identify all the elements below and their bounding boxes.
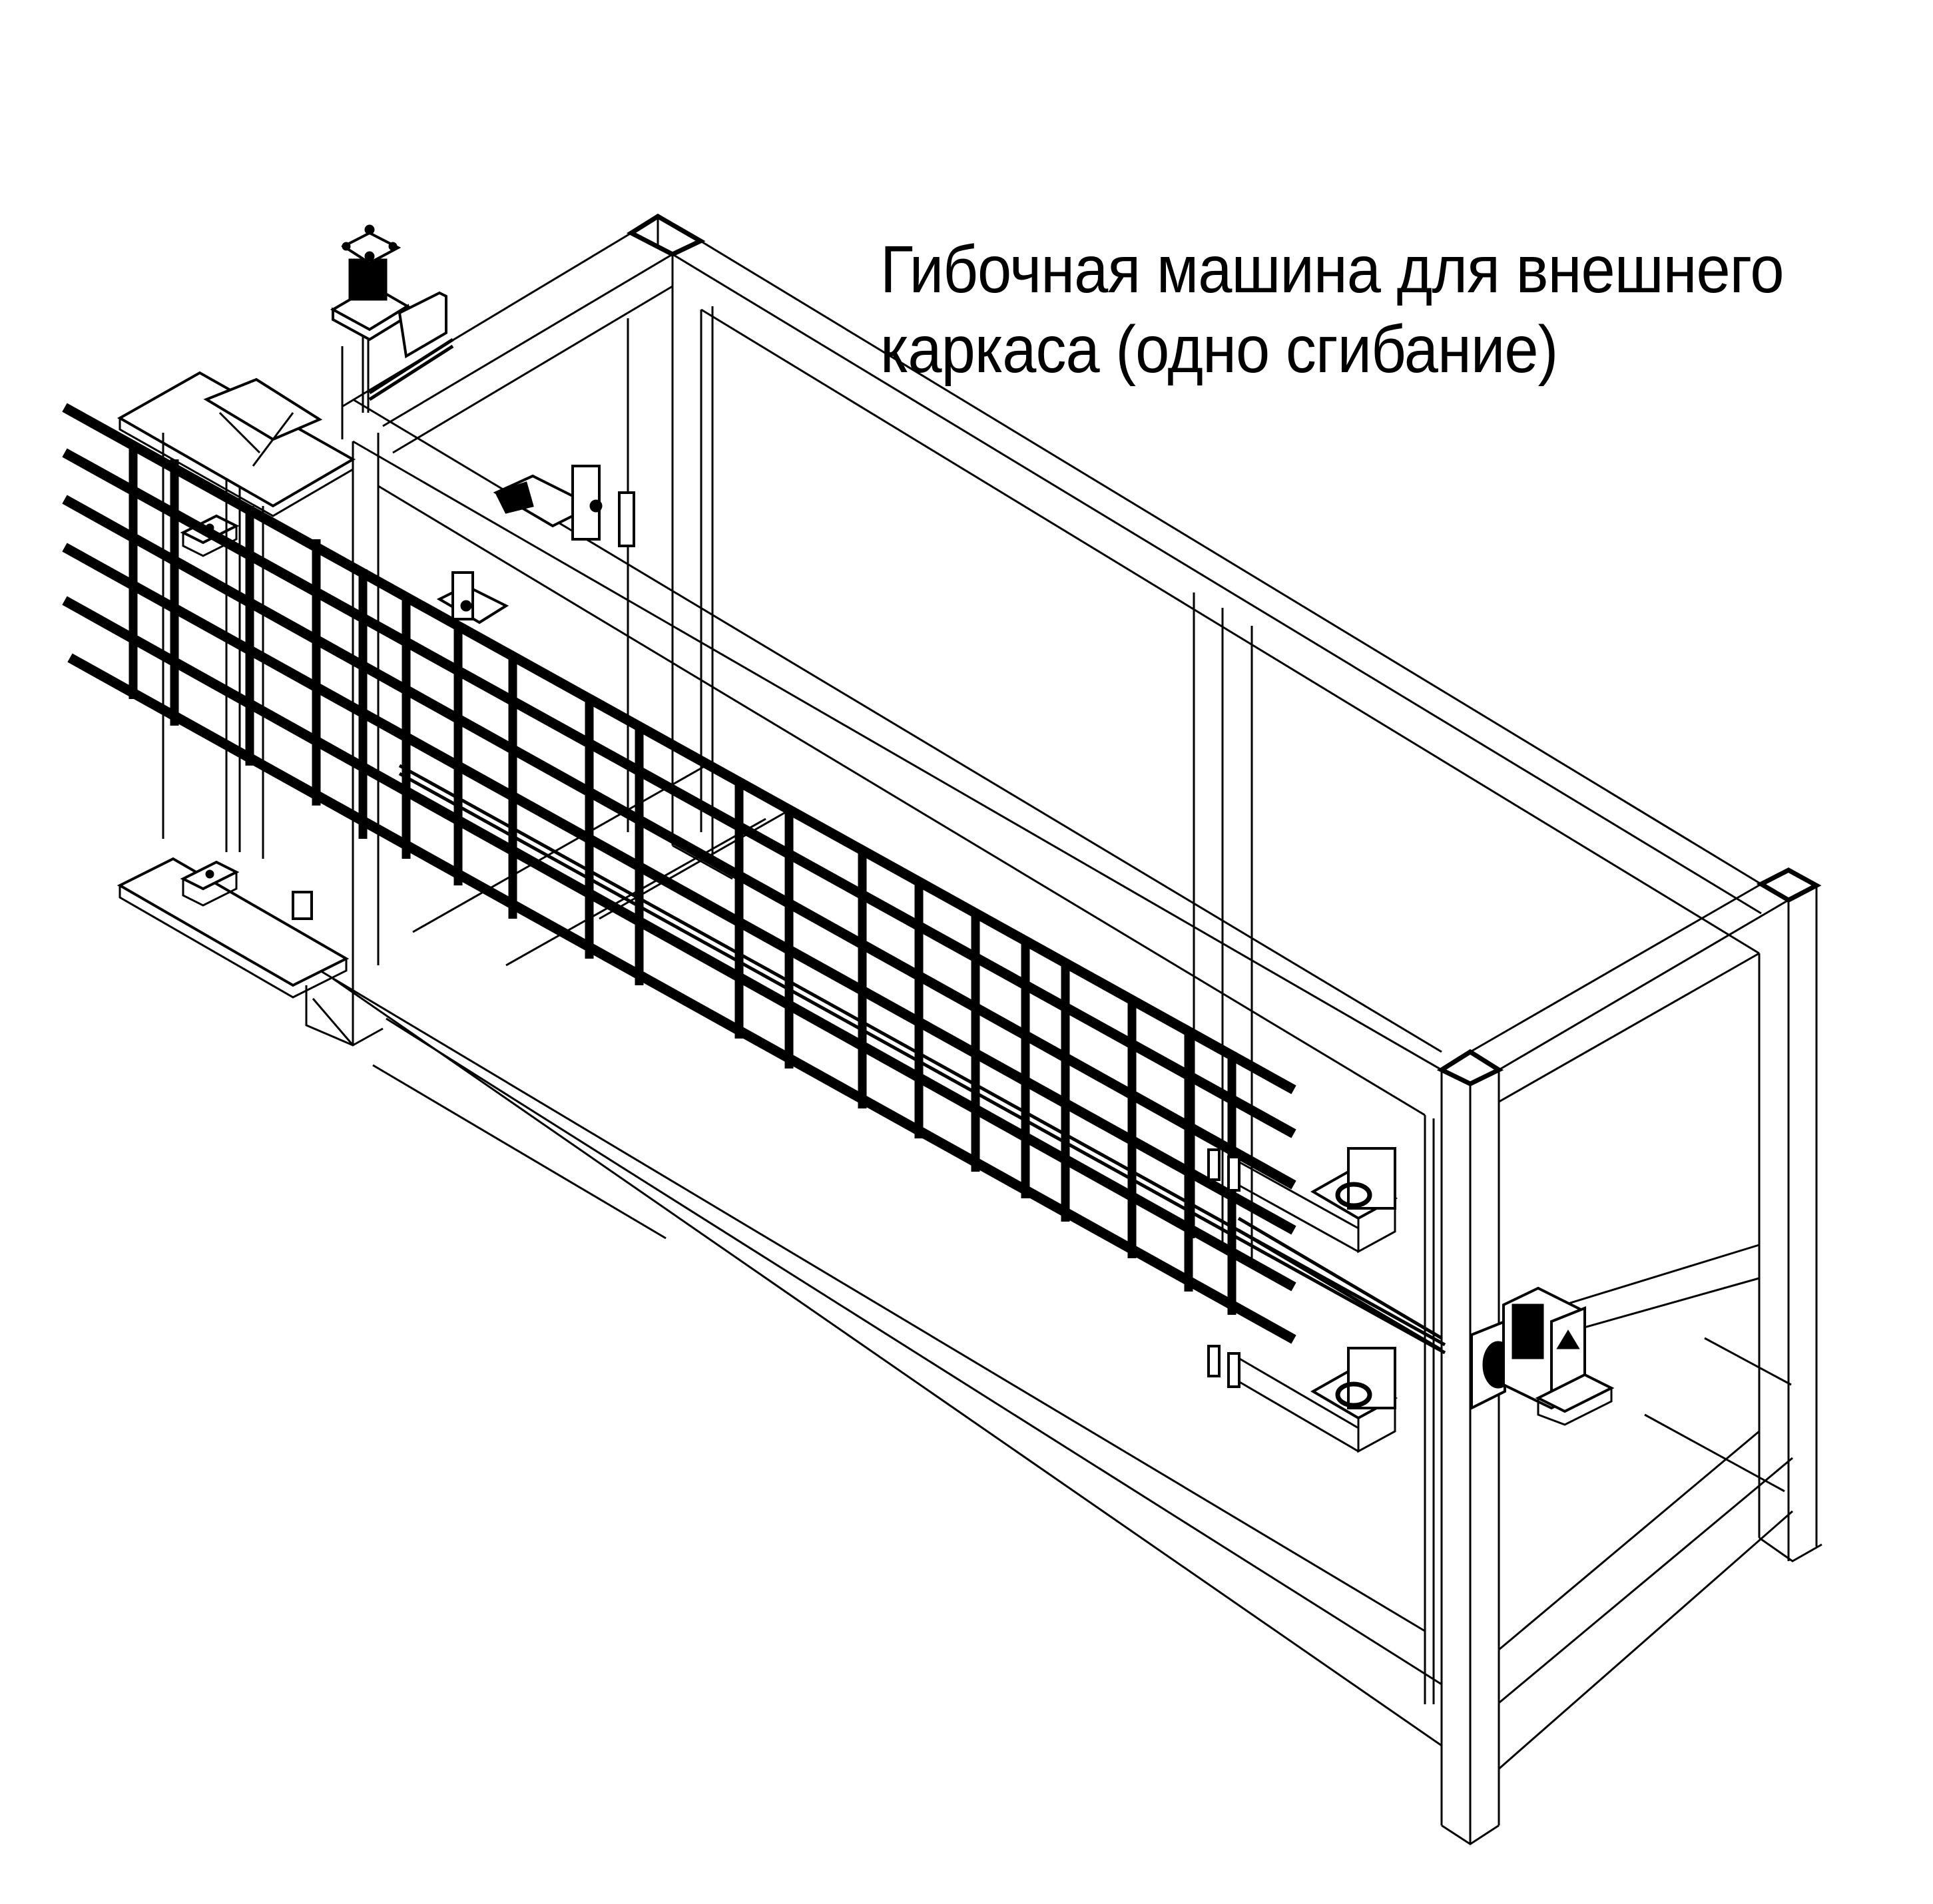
motor-gearbox bbox=[1470, 1286, 1615, 1426]
back-right-post bbox=[1756, 867, 1822, 1562]
front-bottom-rails bbox=[199, 897, 1442, 1747]
right-bracket-lower bbox=[1207, 1345, 1398, 1453]
feed-rail bbox=[1237, 1216, 1443, 1352]
wire-mesh bbox=[62, 403, 1446, 1355]
title-line-1: Гибочная машина для внешнего bbox=[880, 232, 1785, 307]
machine-frame bbox=[199, 213, 1822, 1845]
right-bracket-upper bbox=[1207, 1147, 1398, 1254]
title-line-2: каркаса (одно сгибание) bbox=[880, 312, 1558, 387]
top-cylinder-actuator bbox=[330, 224, 454, 439]
back-left-post bbox=[626, 213, 706, 845]
diagram-title: Гибочная машина для внешнего каркаса (од… bbox=[880, 230, 1785, 389]
front-right-post bbox=[1424, 1049, 1504, 1845]
middle-clamp bbox=[493, 465, 635, 547]
clamp-upper-left bbox=[436, 571, 509, 624]
left-bending-head bbox=[117, 371, 356, 999]
